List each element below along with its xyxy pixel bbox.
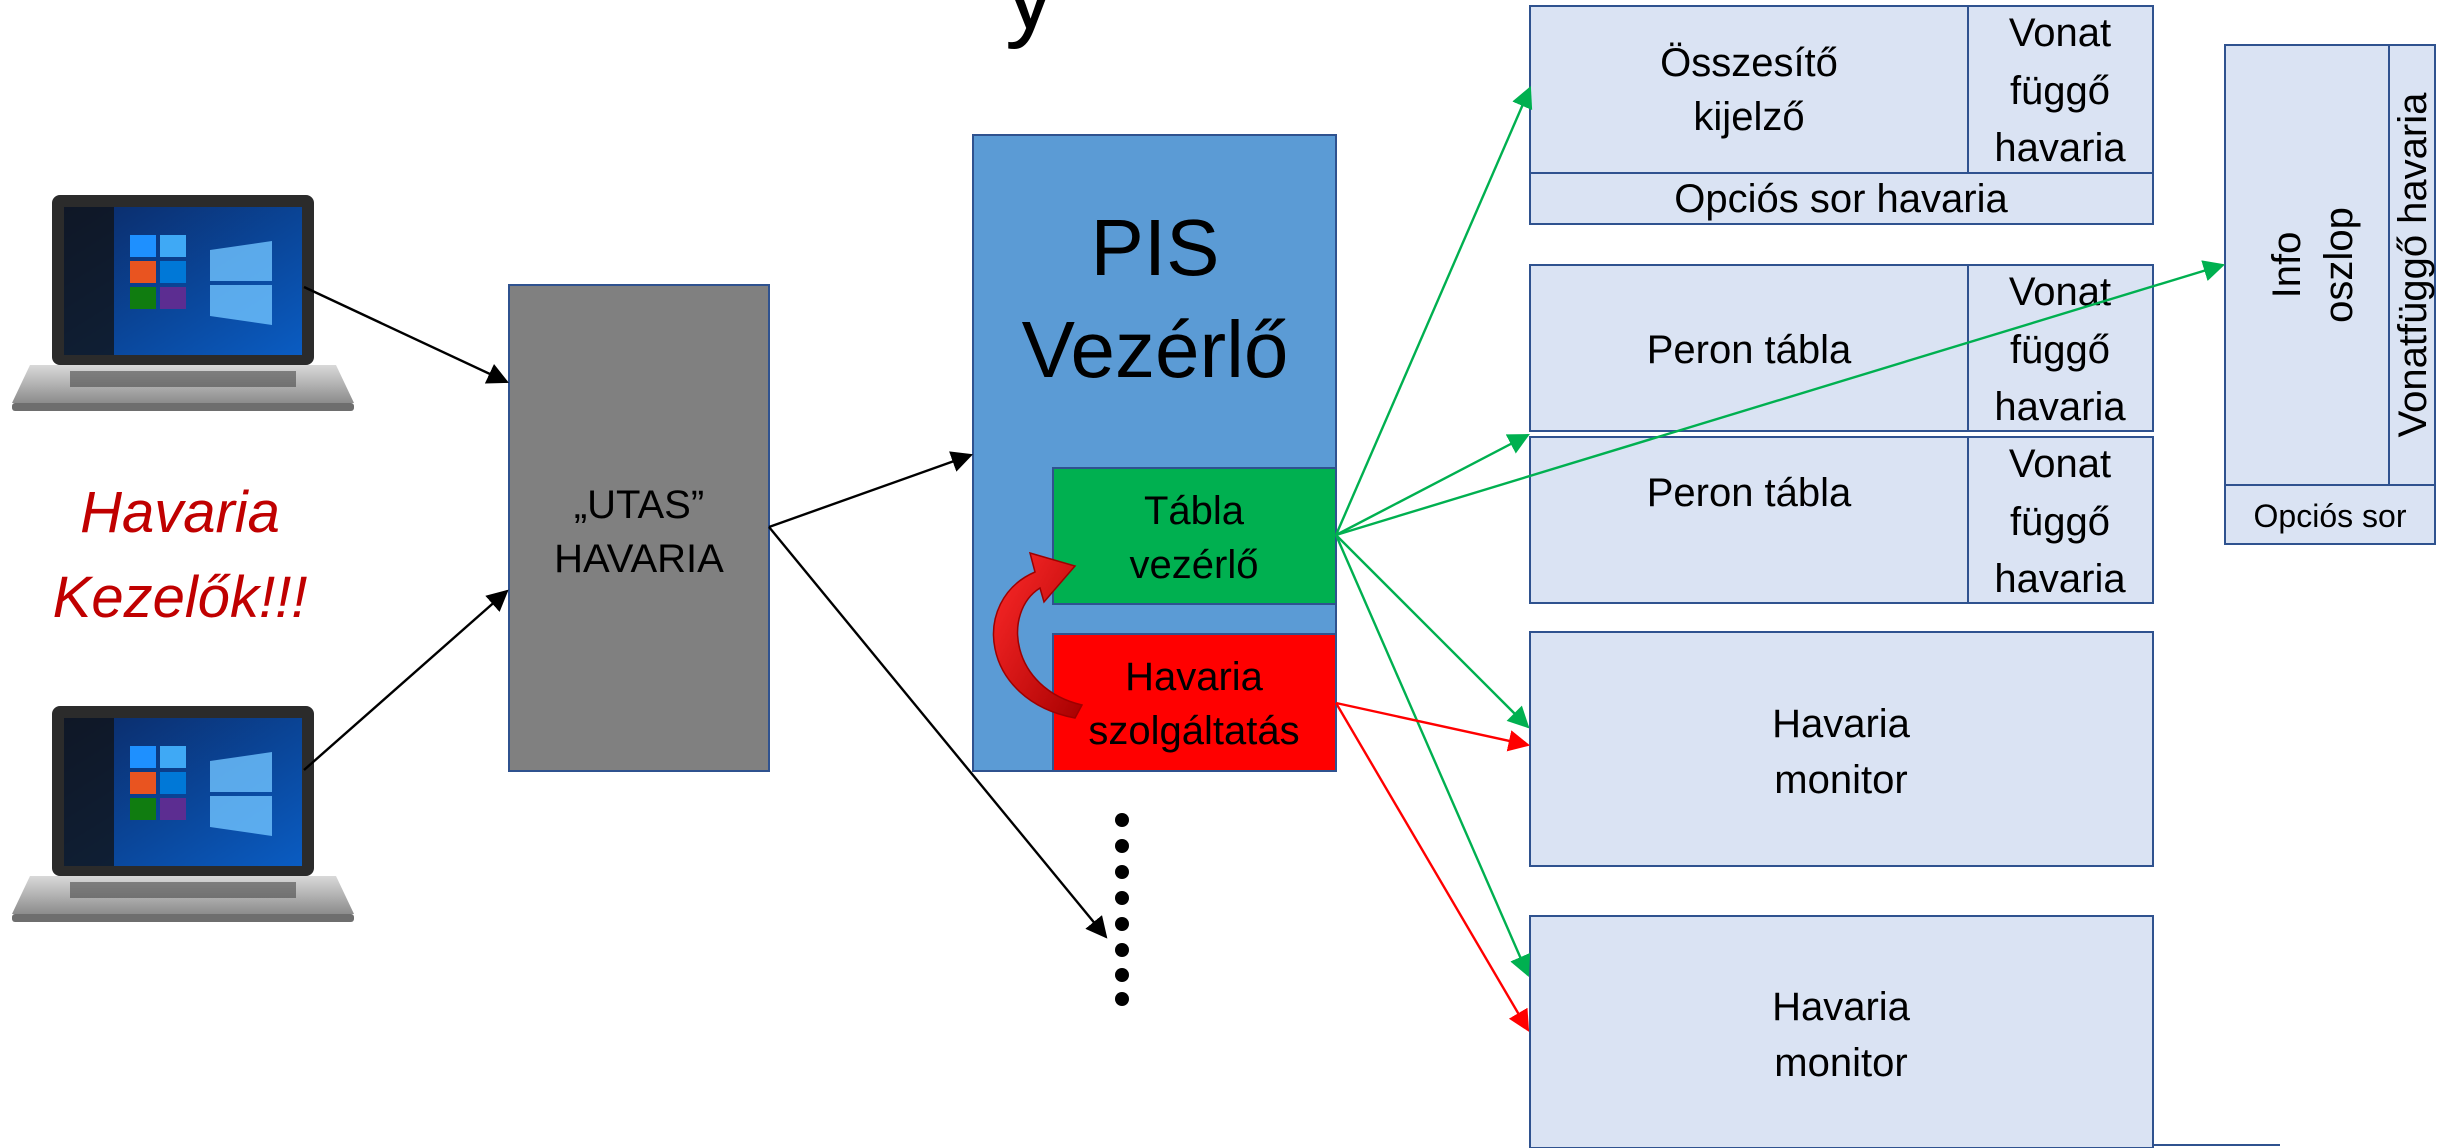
peron-2-side-line-3: havaria [1994, 557, 2126, 601]
peron-2-side-line-1: Vonat [2009, 442, 2111, 486]
tabla-vezerlo-line-2: vezérlő [1130, 543, 1259, 587]
laptop-icon [12, 706, 354, 922]
havaria-szolgaltatas-line-1: Havaria [1125, 655, 1264, 699]
arrow-tabla-to-osszesito [1334, 86, 1533, 536]
peron-2-main: Peron tábla [1647, 471, 1852, 515]
peron-1-side-line-1: Vonat [2009, 270, 2111, 314]
peron-2-side-line-2: függő [2010, 500, 2110, 544]
havaria-monitor-2-line-1: Havaria [1772, 985, 1911, 1029]
tabla-vezerlo-line-1: Tábla [1144, 489, 1245, 533]
arrow-havaria-to-monitor-1 [1335, 701, 1531, 752]
arrow-havaria-to-monitor-2 [1334, 702, 1530, 1032]
utas-havaria-line-1: „UTAS” [574, 483, 704, 527]
info-oszlop-main-line-1: Info [2265, 232, 2309, 299]
tabla-vezerlo-box: Tábla vezérlő [1052, 467, 1337, 605]
havaria-kezelok-label: Havaria Kezelők!!! [53, 480, 308, 630]
info-oszlop-panel: Info oszlop Vonatfüggő havaria Opciós so… [2224, 44, 2436, 545]
osszesito-side-line-3: havaria [1994, 126, 2126, 170]
ellipsis-dots [1115, 813, 1129, 1006]
curved-red-arrow [992, 551, 1084, 719]
osszesito-side-line-1: Vonat [2009, 11, 2111, 55]
peron-1-main: Peron tábla [1647, 328, 1852, 372]
peron-tabla-panel-1: Peron tábla Vonat függő havaria [1529, 264, 2154, 432]
title-fragment: y [1005, 0, 1055, 50]
arrow-utas-to-pis [768, 451, 974, 529]
green-connectors [1334, 86, 2226, 977]
pis-title-line-2: Vezérlő [1022, 305, 1289, 394]
arrow-tabla-to-monitor-2 [1334, 534, 1531, 977]
havaria-monitor-panel-2: Havaria monitor [1529, 915, 2154, 1148]
havaria-monitor-2-line-2: monitor [1774, 1041, 1907, 1085]
havaria-szolgaltatas-box: Havaria szolgáltatás [1052, 633, 1337, 772]
havaria-szolgaltatas-line-2: szolgáltatás [1088, 709, 1299, 753]
osszesito-main-line-2: kijelző [1693, 95, 1804, 139]
havaria-monitor-panel-1: Havaria monitor [1529, 631, 2154, 867]
havaria-kezelok-line-1: Havaria [80, 480, 280, 545]
peron-1-side-line-3: havaria [1994, 385, 2126, 429]
havaria-monitor-1-line-1: Havaria [1772, 702, 1911, 746]
arrow-utas-to-more [768, 526, 1108, 939]
osszesito-bottom: Opciós sor havaria [1674, 177, 2008, 221]
osszesito-main-line-1: Összesítő [1660, 41, 1838, 85]
arrow-laptop1-to-utas [303, 285, 509, 384]
arrow-tabla-to-peron [1335, 433, 1530, 537]
red-connectors [1334, 701, 1531, 1032]
info-oszlop-side: Vonatfüggő havaria [2391, 92, 2435, 437]
utas-havaria-box: „UTAS” HAVARIA [508, 284, 770, 772]
osszesito-kijelzo-panel: Összesítő kijelző Vonat függő havaria Op… [1529, 5, 2154, 225]
black-connectors [303, 285, 1108, 939]
laptop-icon [12, 195, 354, 411]
osszesito-side-line-2: függő [2010, 69, 2110, 113]
havaria-kezelok-line-2: Kezelők!!! [53, 565, 308, 630]
utas-havaria-line-2: HAVARIA [554, 537, 724, 581]
pis-title-line-1: PIS [1091, 203, 1220, 292]
info-oszlop-bottom: Opciós sor [2254, 498, 2407, 534]
arrow-laptop2-to-utas [303, 589, 509, 771]
info-oszlop-main-line-2: oszlop [2317, 207, 2361, 323]
arrow-tabla-to-monitor-1 [1335, 534, 1530, 729]
peron-1-side-line-2: függő [2010, 328, 2110, 372]
havaria-monitor-1-line-2: monitor [1774, 758, 1907, 802]
peron-tabla-panel-2: Peron tábla Vonat függő havaria [1529, 436, 2154, 604]
arrow-tabla-to-info [1335, 260, 2226, 537]
